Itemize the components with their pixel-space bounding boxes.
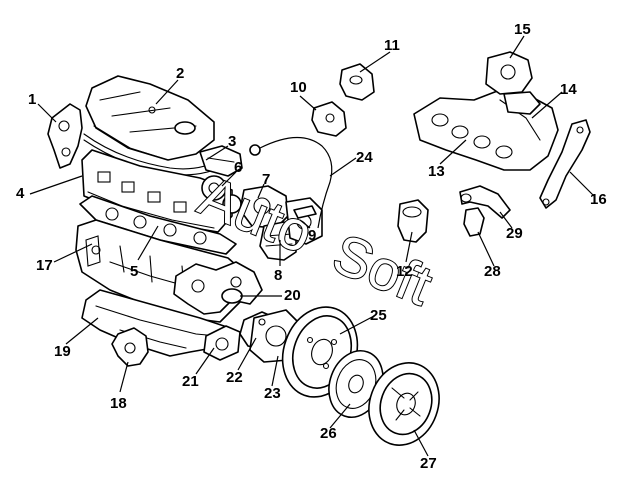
callout-1: 1 <box>28 91 36 108</box>
callout-9: 9 <box>308 227 316 244</box>
callout-29: 29 <box>506 225 523 242</box>
callout-21: 21 <box>182 373 199 390</box>
callout-20: 20 <box>284 287 301 304</box>
part-20-crankshaft <box>173 261 263 315</box>
part-3-timing-part <box>199 145 243 177</box>
callout-6: 6 <box>234 159 242 176</box>
callout-18: 18 <box>110 395 127 412</box>
part-12-thermostat <box>397 199 429 243</box>
part-9-housing <box>285 197 323 245</box>
part-18-mount <box>111 327 149 367</box>
callout-13: 13 <box>428 163 445 180</box>
callout-labels: 1 2 3 4 5 6 7 8 9 10 11 12 13 14 15 16 1… <box>16 21 607 472</box>
part-24-dipstick <box>249 136 333 229</box>
watermark-soft: Soft <box>325 221 441 317</box>
callout-27: 27 <box>420 455 437 472</box>
callout-16: 16 <box>590 191 607 208</box>
leader-lines <box>29 35 595 457</box>
part-1-bracket <box>47 103 83 169</box>
callout-4: 4 <box>16 185 25 202</box>
callout-14: 14 <box>560 81 577 98</box>
callout-10: 10 <box>290 79 307 96</box>
callout-7: 7 <box>262 171 270 188</box>
callout-3: 3 <box>228 133 236 150</box>
part-16-bracket <box>539 119 591 209</box>
part-10-sensor <box>311 101 347 137</box>
callout-26: 26 <box>320 425 337 442</box>
callout-5: 5 <box>130 263 138 280</box>
part-28-fitting <box>463 207 485 237</box>
part-8-oil-filter <box>259 221 297 261</box>
callout-28: 28 <box>484 263 501 280</box>
callout-25: 25 <box>370 307 387 324</box>
callout-22: 22 <box>226 369 243 386</box>
part-27-pressure-plate <box>368 362 440 446</box>
callout-12: 12 <box>396 263 413 280</box>
part-6-pulley <box>201 175 242 214</box>
callout-24: 24 <box>356 149 373 166</box>
callout-2: 2 <box>176 65 184 82</box>
part-4-cylinder-head <box>81 149 233 233</box>
callout-23: 23 <box>264 385 281 402</box>
callout-19: 19 <box>54 343 71 360</box>
callout-11: 11 <box>384 37 400 54</box>
callout-8: 8 <box>274 267 282 284</box>
callout-17: 17 <box>36 257 53 274</box>
part-21-seal-plate <box>203 325 241 361</box>
part-15-flange <box>485 51 541 115</box>
callout-15: 15 <box>514 21 531 38</box>
part-11-sensor <box>339 63 375 101</box>
part-2-valve-cover <box>85 75 215 161</box>
part-29-pipe <box>459 185 511 219</box>
